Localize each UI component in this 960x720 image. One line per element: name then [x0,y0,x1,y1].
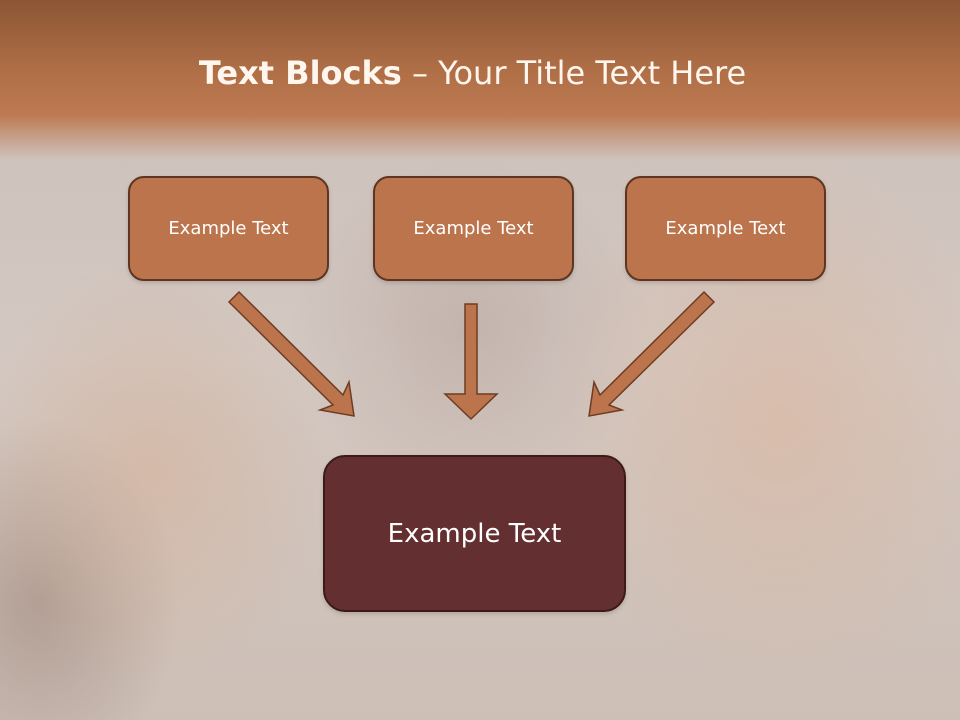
text-block-2-label: Example Text [413,218,534,239]
text-block-3-label: Example Text [665,218,786,239]
text-block-1[interactable]: Example Text [128,176,329,281]
text-block-1-label: Example Text [168,218,289,239]
text-block-3[interactable]: Example Text [625,176,826,281]
text-block-2[interactable]: Example Text [373,176,574,281]
arrow-center-down [443,303,499,421]
main-text-block[interactable]: Example Text [323,455,626,612]
slide-title: Text Blocks – Your Title Text Here [0,54,945,92]
main-text-block-label: Example Text [387,518,562,549]
title-band [0,0,960,160]
title-bold: Text Blocks [198,54,402,92]
title-separator: – [401,54,439,92]
title-rest: Your Title Text Here [438,54,747,92]
arrow-right-diagonal [588,290,716,417]
arrow-left-diagonal [227,290,355,417]
